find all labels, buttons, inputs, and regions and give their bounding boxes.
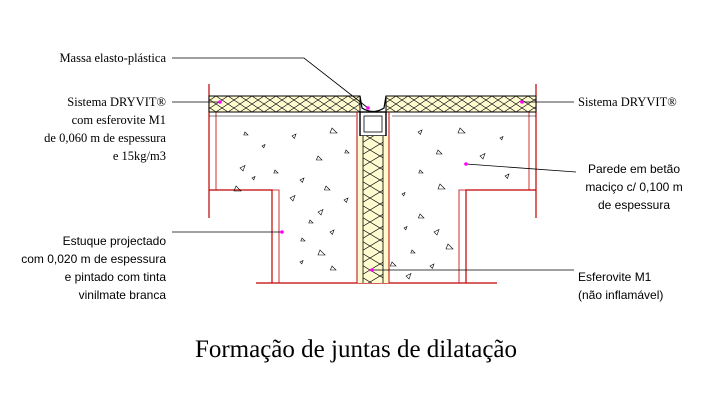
aggregate-mark [417, 213, 425, 219]
aggregate-mark [389, 261, 397, 267]
aggregate-mark [445, 243, 454, 250]
aggregate-mark [243, 131, 249, 136]
label-dryvit-right: Sistema DRYVIT® [578, 95, 677, 109]
aggregate-mark [499, 135, 504, 141]
aggregate-mark [329, 265, 337, 271]
aggregate-mark [308, 219, 314, 224]
joint-insulation-esferovite [356, 112, 390, 283]
aggregate-mark [261, 143, 266, 149]
aggregate-mark [343, 197, 349, 203]
aggregate-mark [289, 194, 296, 202]
sealant-joint [359, 95, 387, 137]
concrete-wall-left [208, 84, 280, 283]
aggregate-mark [299, 177, 305, 183]
label-line: de espessura [597, 198, 671, 212]
label-dryvit-left: Sistema DRYVIT® com esferovite M1 de 0,0… [44, 93, 166, 165]
aggregate-mark [317, 208, 324, 216]
label-line: Esferovite M1 [578, 270, 652, 284]
label-line: maciço c/ 0,100 m [585, 180, 683, 194]
aggregate-mark [401, 191, 406, 197]
aggregate-mark [437, 183, 446, 190]
aggregate-mark [403, 225, 408, 231]
aggregate-mark [317, 249, 326, 256]
aggregate-mark [429, 263, 435, 269]
aggregate-mark [233, 185, 242, 192]
aggregate-mark [239, 164, 246, 172]
label-line: vinilmate branca [78, 288, 166, 302]
leader-lines [172, 57, 577, 271]
label-line: com 0,020 m de espessura [21, 252, 166, 266]
aggregate-mark [344, 149, 350, 154]
aggregate-mark [299, 259, 304, 265]
label-line: de 0,060 m de espessura [44, 131, 166, 145]
aggregate-mark [457, 127, 466, 134]
aggregate-mark [410, 249, 416, 254]
aggregate-mark [300, 237, 306, 242]
aggregate-mark [504, 173, 510, 179]
aggregate-mark [433, 228, 440, 236]
label-massa-elasto-plastica: Massa elasto-plástica [59, 51, 166, 65]
label-esferovite-m1: Esferovite M1 (não inflamável) [578, 268, 663, 304]
aggregate-mark [273, 169, 279, 174]
aggregate-mark [291, 133, 297, 139]
diagram-caption: Formação de juntas de dilatação [194, 336, 518, 363]
dryvit-panel-left [208, 95, 361, 113]
label-line: e pintado com tinta [64, 270, 166, 284]
label-line: e 15kg/m3 [112, 149, 166, 163]
aggregate-mark [315, 155, 323, 161]
label-estuque-projectado: Estuque projectado com 0,020 m de espess… [21, 232, 166, 304]
label-line: (não inflamável) [578, 288, 664, 302]
aggregate-mark [418, 169, 424, 174]
aggregate-mark [251, 175, 256, 181]
aggregate-mark [329, 229, 335, 235]
concrete-aggregate-marks [233, 127, 510, 280]
leader-dots [218, 100, 524, 272]
aggregate-mark [479, 152, 486, 160]
aggregate-mark [405, 272, 412, 280]
aggregate-mark [435, 149, 443, 155]
label-parede-betao: Parede em betão maciço c/ 0,100 m de esp… [574, 160, 694, 214]
dryvit-panel-right [385, 95, 537, 113]
label-line: Sistema DRYVIT® [67, 95, 166, 109]
label-line: Estuque projectado [62, 234, 166, 248]
label-line: Parede em betão [587, 162, 681, 176]
label-line: com esferovite M1 [71, 113, 166, 127]
aggregate-mark [323, 185, 331, 191]
concrete-wall-right [458, 84, 537, 283]
aggregate-mark [329, 127, 338, 134]
aggregate-mark [417, 129, 423, 135]
